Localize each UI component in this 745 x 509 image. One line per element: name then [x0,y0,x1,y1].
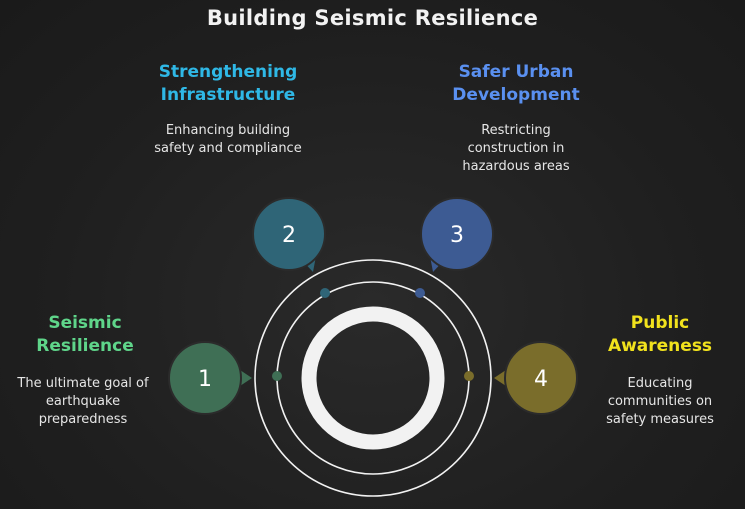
connector-dot-1 [272,371,282,381]
step-4-number: 4 [534,367,548,392]
step-3-bubble: 3 [420,197,494,272]
step-3-heading: Safer Urban Development [452,62,580,105]
step-2-bubble: 2 [252,197,326,272]
step-4-heading: Public Awareness [607,313,713,356]
step-2-heading: Strengthening Infrastructure [158,62,298,105]
step-1-bubble: 1 [168,341,252,415]
step-3-number: 3 [450,223,464,248]
connector-dot-3 [415,288,425,298]
connector-dot-4 [464,371,474,381]
step-4-description: Educating communities on safety measures [606,376,714,427]
step-2-description: Enhancing building safety and compliance [154,123,302,156]
step-3-description: Restricting construction in hazardous ar… [462,123,570,174]
step-4-bubble: 4 [494,341,578,415]
outer-ring [254,259,492,497]
diagram-title: Building Seismic Resilience [206,6,539,30]
step-2-number: 2 [282,223,296,248]
step-1-number: 1 [198,367,212,392]
step-1-description: The ultimate goal of earthquake prepared… [17,376,149,427]
core-ring [301,306,445,450]
step-1-heading: Seismic Resilience [36,313,134,356]
connector-dot-2 [320,288,330,298]
